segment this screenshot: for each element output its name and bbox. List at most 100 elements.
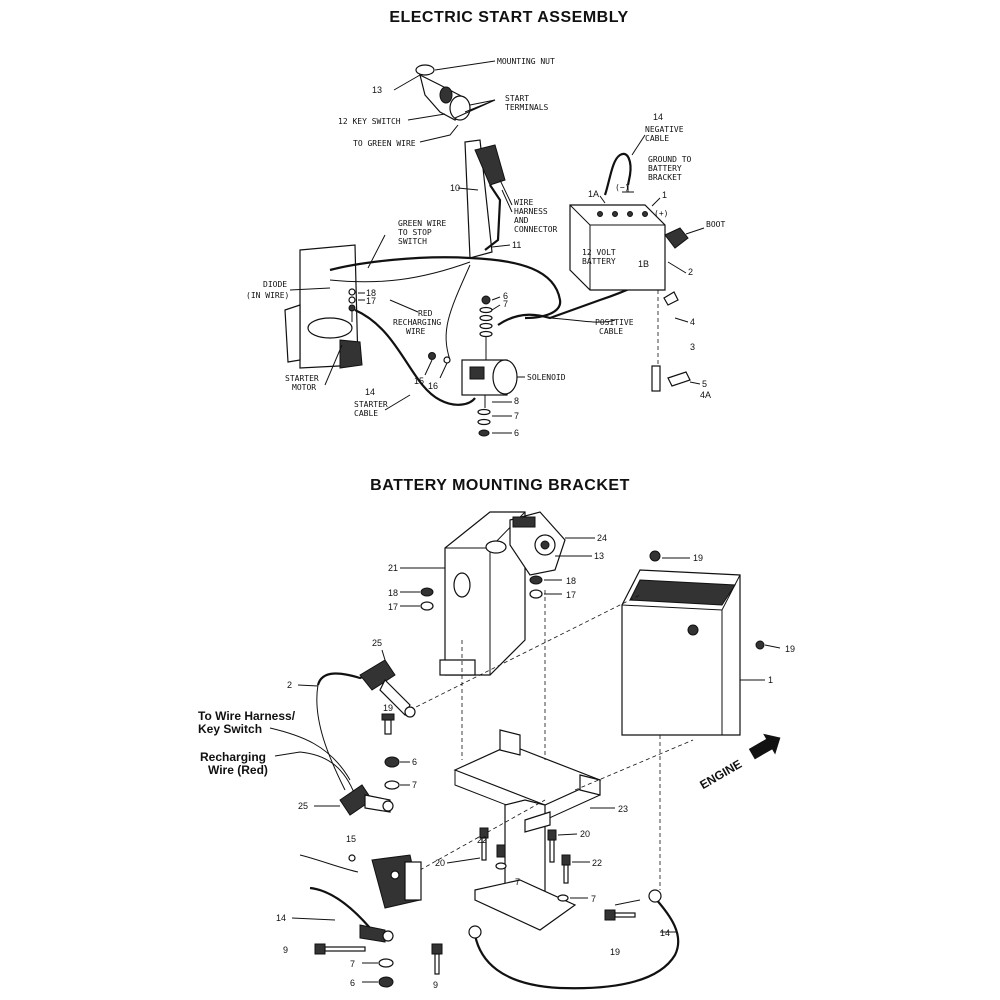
label-plus: (+) — [654, 209, 668, 218]
callout-7-c: 7 — [350, 959, 355, 969]
fasteners-18-17-left — [420, 587, 434, 611]
label-diode-1: DIODE — [263, 280, 287, 289]
battery-top-part — [569, 204, 666, 291]
label-positive-cable-2: CABLE — [599, 327, 623, 336]
callout-20-b: 20 — [580, 829, 590, 839]
callout-18-b: 18 — [566, 576, 576, 586]
callout-24: 24 — [597, 533, 607, 543]
key-switch-part — [415, 64, 471, 121]
callout-1-bottom: 1 — [768, 675, 773, 685]
solenoid-bottom-part — [371, 854, 422, 909]
callout-14-top: 14 — [653, 112, 663, 122]
callout-19-c: 19 — [383, 703, 393, 713]
title-battery-bracket: BATTERY MOUNTING BRACKET — [370, 477, 630, 494]
callout-13-bottom: 13 — [594, 551, 604, 561]
callout-4-top: 4 — [690, 317, 695, 327]
cable-boot-25-bottom — [339, 784, 394, 816]
callout-21: 21 — [388, 563, 398, 573]
callout-17-b: 17 — [566, 590, 576, 600]
cable-end-14-left — [359, 924, 394, 943]
bolt-parts-top — [651, 291, 691, 392]
callout-13-top: 13 — [372, 85, 382, 95]
label-green-wire-3: SWITCH — [398, 237, 427, 246]
label-to-wire-harness-2: Key Switch — [198, 722, 262, 736]
label-wire-harness-3: AND — [514, 216, 529, 225]
title-electric-start: ELECTRIC START ASSEMBLY — [389, 9, 628, 26]
engine-direction-arrow: ENGINE — [697, 733, 781, 792]
label-solenoid: SOLENOID — [527, 373, 566, 382]
callout-19-d: 19 — [610, 947, 620, 957]
callout-6-b: 6 — [350, 978, 355, 988]
callout-1-top: 1 — [662, 190, 667, 200]
label-starter-motor-2: MOTOR — [292, 383, 316, 392]
label-starter-motor-1: STARTER — [285, 374, 319, 383]
solenoid-bottom-fasteners — [477, 408, 491, 437]
label-red-wire-1: RED — [418, 309, 433, 318]
label-ground-1: GROUND TO — [648, 155, 692, 164]
label-starter-cable-1: STARTER — [354, 400, 388, 409]
label-start-terminals-1: START — [505, 94, 529, 103]
callout-23: 23 — [618, 804, 628, 814]
boot-part — [664, 227, 689, 249]
callout-1b-top: 1B — [638, 259, 649, 269]
bracket-21-part — [439, 511, 526, 676]
label-ground-3: BRACKET — [648, 173, 682, 182]
callout-7-a: 7 — [412, 780, 417, 790]
callout-25-a: 25 — [372, 638, 382, 648]
callout-18-top: 18 — [366, 288, 376, 298]
callout-19-b: 19 — [785, 644, 795, 654]
label-battery-1: 12 VOLT — [582, 248, 616, 257]
callout-8-top: 8 — [514, 396, 519, 406]
label-key-switch: 12 KEY SWITCH — [338, 117, 401, 126]
engine-block — [284, 244, 363, 369]
callout-5-top: 5 — [702, 379, 707, 389]
callout-6-top-b: 6 — [514, 428, 519, 438]
callout-17-top: 17 — [366, 296, 376, 306]
fasteners-18-17-right — [529, 575, 543, 599]
bracket-23-part — [453, 729, 602, 821]
callout-15-bottom: 15 — [346, 834, 356, 844]
label-red-wire-2: RECHARGING — [393, 318, 441, 327]
solenoid-top-fasteners — [479, 295, 493, 360]
bracket-post — [474, 799, 577, 931]
callout-7-top-b: 7 — [514, 411, 519, 421]
fasteners-7-6-bottom — [378, 958, 394, 988]
callout-16-top: 16 — [428, 381, 438, 391]
label-to-green-wire: TO GREEN WIRE — [353, 139, 416, 148]
callout-25-b: 25 — [298, 801, 308, 811]
solenoid-part — [461, 359, 518, 408]
fasteners-15-16 — [428, 352, 451, 364]
label-wire-harness-4: CONNECTOR — [514, 225, 558, 234]
bolt-9-right — [431, 943, 443, 975]
callout-15-top: 15 — [414, 376, 424, 386]
starter-fasteners — [348, 288, 356, 322]
label-diode-2: (IN WIRE) — [246, 291, 289, 300]
callout-14-b: 14 — [660, 928, 670, 938]
callout-19-a: 19 — [693, 553, 703, 563]
label-starter-cable-2: CABLE — [354, 409, 378, 418]
label-green-wire-1: GREEN WIRE — [398, 219, 446, 228]
callout-14-a: 14 — [276, 913, 286, 923]
callout-6-top-a: 6 — [503, 291, 508, 301]
callout-22-a: 22 — [477, 835, 487, 845]
bolt-19-left — [381, 713, 395, 735]
label-ground-2: BATTERY — [648, 164, 682, 173]
bolt-19-bottom — [604, 909, 636, 921]
key-switch-bracket-24 — [509, 511, 566, 576]
label-red-wire-3: WIRE — [406, 327, 425, 336]
label-positive-cable-1: POSITIVE — [595, 318, 634, 327]
callout-22-b: 22 — [592, 858, 602, 868]
label-recharging-1: Recharging — [200, 750, 266, 764]
callout-14-top-cable: 14 — [365, 387, 375, 397]
label-start-terminals-2: TERMINALS — [505, 103, 549, 112]
callout-1a-top: 1A — [588, 189, 599, 199]
callout-17-a: 17 — [388, 602, 398, 612]
nut-19-top — [649, 550, 661, 562]
callout-20-a: 20 — [435, 858, 445, 868]
callout-9-a: 9 — [283, 945, 288, 955]
cable-end-14-right — [468, 889, 662, 939]
label-mounting-nut: MOUNTING NUT — [497, 57, 555, 66]
callout-3-top: 3 — [690, 342, 695, 352]
label-negative-cable-2: CABLE — [645, 134, 669, 143]
